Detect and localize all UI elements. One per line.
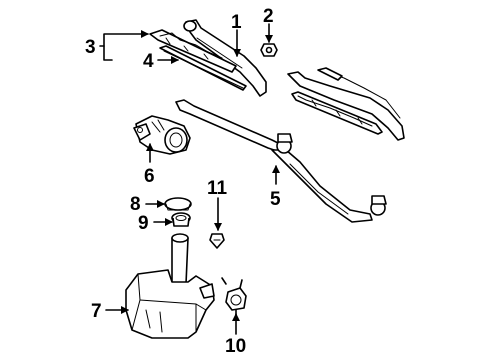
nozzle — [209, 233, 225, 249]
wiper-linkage — [175, 99, 387, 223]
callout-8: 8 — [130, 194, 141, 215]
callout-10: 10 — [225, 336, 246, 357]
arm-nut — [260, 43, 278, 57]
wiper-motor — [133, 115, 191, 155]
leader-lines — [99, 23, 280, 335]
washer-pump — [221, 277, 247, 319]
wiper-arm-left — [183, 19, 267, 97]
callout-5: 5 — [270, 189, 281, 210]
callout-6: 6 — [144, 166, 155, 187]
callout-3: 3 — [85, 37, 96, 58]
callout-9: 9 — [138, 213, 149, 234]
washer-reservoir — [125, 233, 215, 339]
reservoir-cap — [164, 197, 192, 211]
callout-7: 7 — [91, 301, 102, 322]
filler-grommet — [171, 212, 191, 227]
wiper-arm-right — [287, 67, 405, 141]
callout-4: 4 — [143, 51, 154, 72]
callout-2: 2 — [263, 6, 274, 27]
callout-labels: 1 2 3 4 5 6 7 8 9 10 11 — [85, 6, 281, 357]
callout-1: 1 — [231, 12, 242, 33]
callout-11: 11 — [207, 178, 228, 199]
wiper-blade-assembly-left — [149, 29, 237, 73]
